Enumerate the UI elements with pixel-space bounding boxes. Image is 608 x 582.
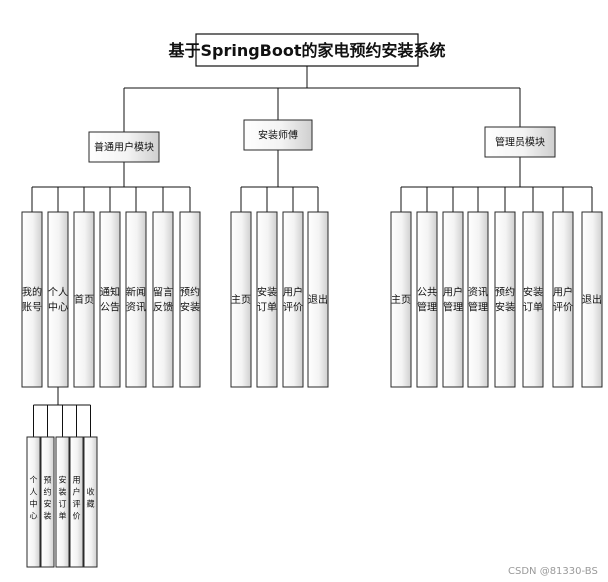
leaf-label: 主页 (231, 294, 251, 306)
leaf-box (581, 211, 603, 388)
watermark: CSDN @81330-BS (508, 566, 598, 577)
module-box (88, 131, 160, 163)
leaf-box (390, 211, 412, 388)
leaf-box (125, 211, 147, 388)
module-box (484, 126, 556, 158)
leaf-box (47, 211, 69, 388)
leaf-label: 公共管理 (417, 287, 437, 314)
sub-leaf-label: 收藏 (87, 487, 95, 509)
leaf-label: 预约安装 (180, 286, 200, 314)
leaf-label: 首页 (74, 293, 94, 306)
leaf-label: 留言反馈 (153, 286, 173, 314)
sub-leaf-box (55, 436, 70, 568)
leaf-label: 退出 (308, 293, 328, 306)
leaf-box (552, 211, 574, 388)
module-label: 安装师傅 (258, 129, 298, 142)
leaf-box (416, 211, 438, 388)
sub-leaf-box (40, 436, 55, 568)
sub-leaf-box (69, 436, 84, 568)
leaf-label: 用户管理 (443, 286, 463, 314)
title-box (195, 33, 419, 67)
connector-lines (31, 66, 593, 437)
leaf-box (442, 211, 464, 388)
leaf-label: 主页 (391, 294, 411, 306)
leaf-label: 安装订单 (523, 286, 543, 314)
leaf-box (21, 211, 43, 388)
diagram-nodes: 基于SpringBoot的家电预约安装系统普通用户模块我的账号个人中心首页通知公… (21, 33, 603, 568)
leaf-label: 用户评价 (283, 286, 303, 314)
leaf-box (494, 211, 516, 388)
leaf-label: 新闻资讯 (126, 286, 146, 314)
leaf-box (73, 211, 95, 388)
module-box (243, 119, 313, 151)
diagram-title: 基于SpringBoot的家电预约安装系统 (167, 41, 445, 60)
leaf-label: 用户评价 (553, 286, 573, 314)
leaf-box (152, 211, 174, 388)
leaf-label: 个人中心 (48, 287, 68, 314)
leaf-box (256, 211, 278, 388)
leaf-label: 我的账号 (22, 286, 42, 314)
leaf-label: 预约安装 (495, 286, 515, 314)
leaf-label: 退出 (582, 293, 602, 306)
module-label: 普通用户模块 (94, 141, 154, 154)
leaf-label: 安装订单 (257, 286, 277, 314)
sub-leaf-box (26, 436, 41, 568)
leaf-label: 资讯管理 (468, 287, 488, 314)
leaf-box (307, 211, 329, 388)
leaf-box (522, 211, 544, 388)
leaf-box (230, 211, 252, 388)
leaf-box (282, 211, 304, 388)
sub-leaf-label: 用户评价 (73, 476, 81, 521)
leaf-box (467, 211, 489, 388)
sub-leaf-box (83, 436, 98, 568)
module-label: 管理员模块 (495, 136, 545, 149)
sub-leaf-label: 安装订单 (59, 475, 67, 521)
sub-leaf-label: 个人中心 (30, 476, 38, 521)
leaf-box (99, 211, 121, 388)
sub-leaf-label: 预约安装 (44, 475, 52, 521)
leaf-box (179, 211, 201, 388)
leaf-label: 通知公告 (100, 286, 120, 314)
